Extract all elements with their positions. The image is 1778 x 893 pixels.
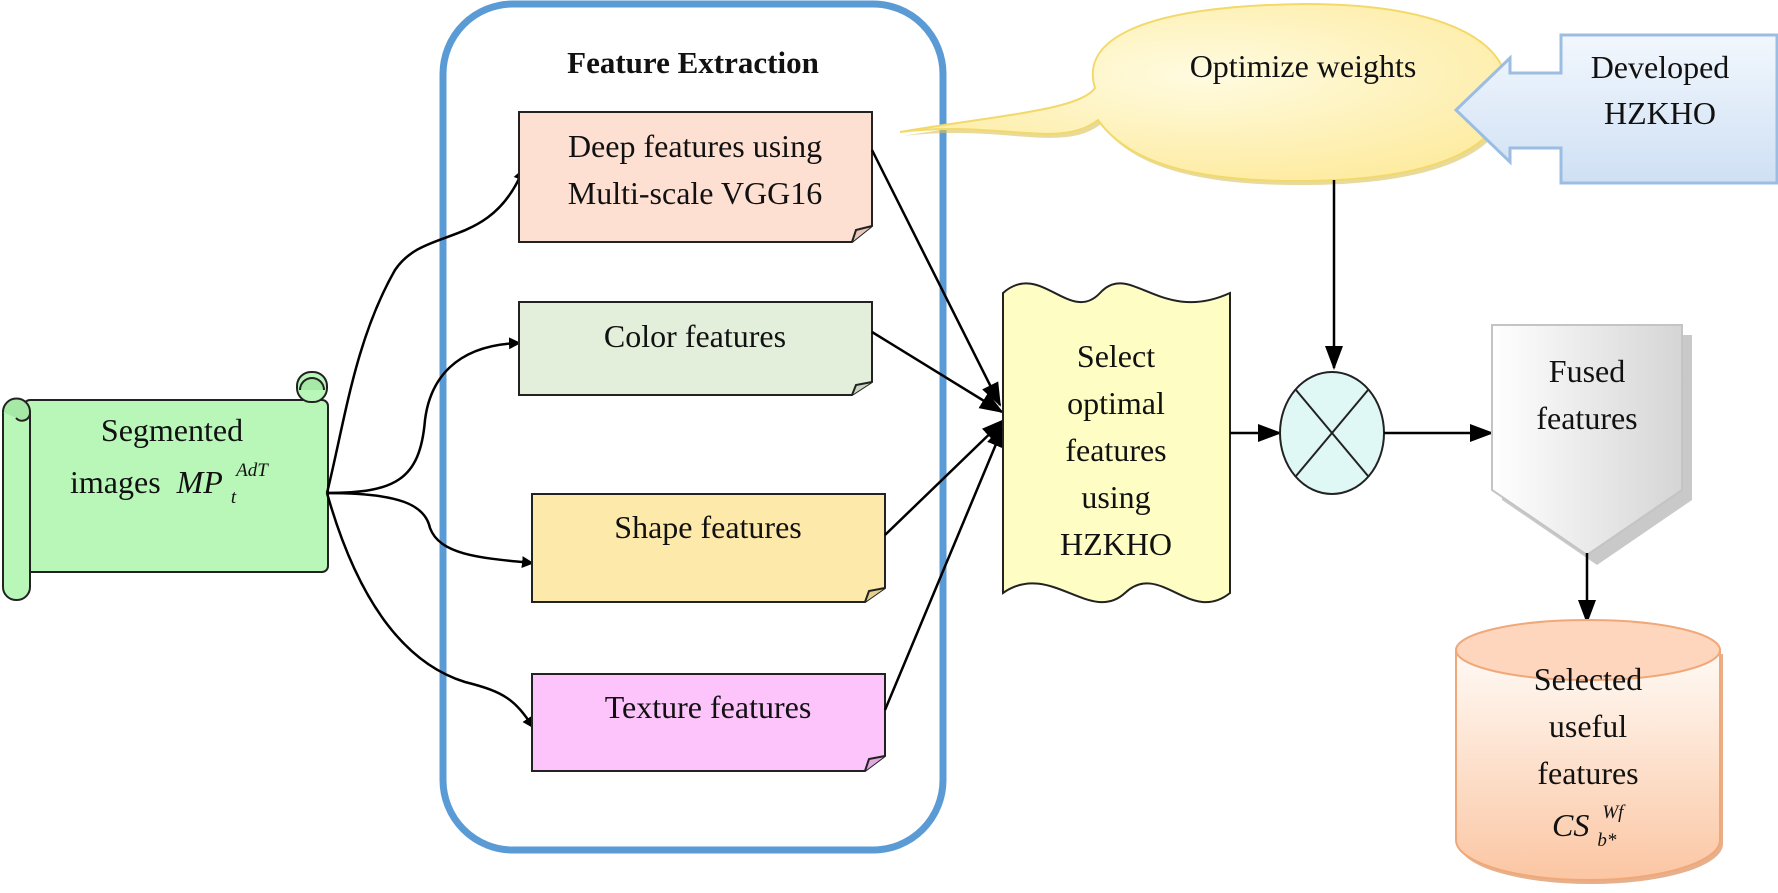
select-line1: Select (1077, 338, 1155, 374)
segmented-images-label-line1: Segmented (101, 412, 243, 448)
color-features-box: Color features (518, 301, 873, 396)
select-line5: HZKHO (1060, 526, 1172, 562)
arrow-to-deep-features (325, 168, 525, 494)
deep-features-box: Deep features using Multi-scale VGG16 (518, 111, 873, 243)
feature-extraction-title: Feature Extraction (567, 45, 819, 80)
select-line4: using (1081, 479, 1150, 515)
output-symbol: CS b* Wf (1552, 802, 1626, 853)
texture-features-label: Texture features (605, 689, 812, 725)
fused-features-box: Fused features (1491, 324, 1692, 565)
select-line3: features (1065, 432, 1166, 468)
deep-features-line2: Multi-scale VGG16 (568, 175, 822, 211)
arrow-to-texture-features (325, 492, 535, 729)
arrow-shape-to-select (884, 418, 1006, 536)
optimize-weights-callout: Optimize weights (899, 2, 1511, 186)
shape-features-box: Shape features (531, 493, 886, 603)
fused-line2: features (1536, 400, 1637, 436)
fused-line1: Fused (1549, 353, 1625, 389)
output-line1: Selected (1534, 661, 1642, 697)
developed-hzkho-callout: Developed HZKHO (1453, 33, 1778, 185)
optimize-weights-label: Optimize weights (1190, 48, 1417, 84)
feature-extraction-frame (439, 0, 947, 854)
arrow-color-to-select (871, 330, 1004, 414)
shape-features-label: Shape features (614, 509, 801, 545)
arrow-deep-to-select (870, 149, 1002, 407)
select-optimal-features-box: Select optimal features using HZKHO (1002, 282, 1231, 604)
select-line2: optimal (1067, 385, 1165, 421)
deep-features-line1: Deep features using (568, 128, 822, 164)
arrow-texture-to-select (883, 423, 1006, 711)
multiplier-circle (1279, 371, 1385, 495)
segmented-images-scroll: Segmented images MP t AdT (2, 371, 329, 601)
segmented-images-label-line2: images MP t AdT (70, 460, 269, 510)
output-line2: useful (1549, 708, 1627, 744)
selected-features-cylinder: Selected useful features CS b* Wf (1455, 619, 1723, 884)
texture-features-box: Texture features (531, 673, 886, 772)
developed-line2: HZKHO (1604, 95, 1716, 131)
color-features-label: Color features (604, 318, 786, 354)
output-line3: features (1537, 755, 1638, 791)
developed-line1: Developed (1591, 49, 1730, 85)
arrow-to-shape-features (326, 491, 534, 569)
arrow-to-color-features (326, 337, 521, 495)
